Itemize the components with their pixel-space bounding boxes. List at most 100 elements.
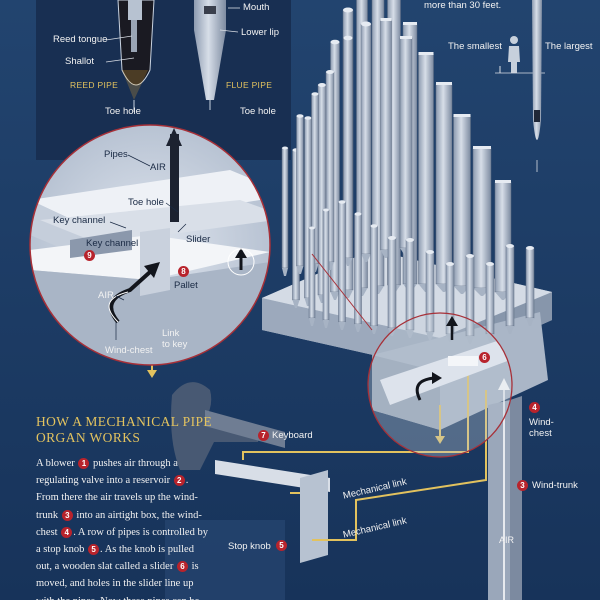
organ-pipe-top [361, 21, 371, 27]
marker-1: 1 [78, 458, 90, 470]
label-largest: The largest [545, 41, 593, 52]
organ-pipe [296, 115, 304, 267]
label-key-channel: Key channel [86, 238, 139, 249]
organ-pipe-top [486, 262, 494, 266]
label-smallest: The smallest [448, 41, 502, 52]
organ-pipe [505, 245, 515, 327]
marker-8: 8 [178, 266, 189, 277]
label-air-trunk: AIR [499, 535, 515, 545]
label-toe-hole-flue: Toe hole [240, 106, 276, 117]
organ-pipe-foot [338, 322, 346, 330]
marker-3: 3 [517, 480, 528, 491]
marker-3-text: 3 [61, 509, 73, 521]
label-stop-knob: Stop knob [228, 541, 271, 552]
how-p2: pushes air through a regulating valve in… [36, 458, 178, 487]
organ-pipe-top [526, 246, 534, 250]
flue-pipe-drawing [194, 0, 226, 110]
organ-pipe [380, 19, 392, 251]
organ-pipe-foot [330, 292, 340, 300]
size-comparison-drawing [495, 0, 545, 172]
organ-pipe-foot [282, 268, 288, 276]
organ-pipe-top [403, 22, 417, 25]
organ-pipe [322, 209, 330, 321]
label-air-up: AIR [150, 162, 166, 173]
label-pipes: Pipes [104, 149, 128, 160]
organ-pipe-top [304, 116, 312, 120]
organ-pipe-top [330, 39, 340, 45]
marker-7: 7 [258, 430, 269, 441]
label-wind-trunk: Wind-trunk [532, 480, 578, 491]
small-detail-circle [311, 253, 513, 458]
organ-pipe [485, 263, 495, 335]
label-toe-hole-detail: Toe hole [128, 197, 164, 208]
how-p5: . A row of pipes is controlled by a stop… [36, 526, 208, 556]
label-wind-chest: Wind- chest [529, 417, 554, 439]
organ-pipe-foot [296, 266, 304, 274]
organ-pipe [360, 23, 372, 255]
label-keyboard: Keyboard [272, 430, 313, 441]
organ-pipe-top [343, 35, 353, 41]
organ-pipe [525, 247, 535, 319]
label-flue-pipe: FLUE PIPE [226, 80, 273, 90]
organ-pipe-top [311, 92, 319, 96]
organ-pipe-top [473, 146, 491, 149]
organ-pipe [338, 201, 346, 323]
organ-pipe-foot [466, 336, 474, 344]
organ-pipe-foot [506, 326, 514, 334]
organ-pipe-top [296, 114, 304, 118]
organ-pipe-top [426, 250, 434, 254]
organ-pipe-top [506, 244, 514, 248]
organ-pipe [387, 237, 397, 329]
marker-5-text: 5 [88, 544, 100, 556]
organ-pipe-top [406, 238, 414, 242]
how-p6: . As the knob is pulled out, a wooden sl… [36, 544, 194, 573]
label-lower-lip: Lower lip [241, 27, 280, 38]
label-key-channel-upper: Key channel [53, 215, 106, 226]
magnified-detail-circle [29, 124, 271, 366]
pipe-rows [281, 0, 535, 344]
label-link-to-key: Link to key [162, 328, 188, 350]
marker-5: 5 [276, 540, 287, 551]
organ-pipe [308, 227, 316, 319]
organ-pipe-foot [361, 254, 371, 262]
organ-pipe-top [343, 7, 353, 13]
label-air-left: AIR [98, 290, 114, 301]
organ-pipe-top [370, 224, 378, 228]
organ-pipe-top [318, 83, 326, 87]
organ-pipe-top [453, 114, 471, 117]
label-pallet: Pallet [174, 280, 198, 291]
organ-pipe-top [466, 254, 474, 258]
organ-pipe-top [436, 82, 452, 85]
label-mouth: Mouth [243, 2, 270, 13]
organ-pipe [354, 213, 362, 325]
how-it-works-title: HOW A MECHANICAL PIPE ORGAN WORKS [36, 414, 213, 445]
marker-4: 4 [529, 402, 540, 413]
marker-2: 2 [173, 475, 185, 487]
label-wind-chest-detail: Wind-chest [105, 345, 153, 356]
organ-pipe-top [418, 52, 434, 55]
organ-pipe-foot [406, 330, 414, 338]
wind-trunk-drawing [488, 378, 522, 600]
how-it-works-body: A blower 1 pushes air through a regulati… [36, 455, 211, 600]
organ-pipe [370, 225, 378, 327]
organ-pipe [281, 147, 289, 269]
label-reed-pipe: REED PIPE [70, 80, 119, 90]
marker-4-text: 4 [61, 526, 73, 538]
organ-pipe-foot [370, 326, 378, 334]
label-toe-hole-reed: Toe hole [105, 106, 141, 117]
how-p4: into an airtight box, the wind-chest [36, 509, 202, 538]
organ-pipe-foot [323, 320, 329, 328]
marker-9: 9 [84, 250, 95, 261]
organ-pipe [399, 37, 413, 249]
organ-pipe-top [309, 226, 315, 230]
label-shallot: Shallot [65, 56, 95, 67]
organ-pipe-top [282, 146, 288, 150]
how-p7: is moved, and holes in the slider line u… [36, 561, 199, 600]
marker-6: 6 [479, 352, 490, 363]
organ-pipe-foot [309, 318, 315, 326]
organ-pipe-top [338, 200, 346, 204]
organ-pipe-top [400, 36, 412, 39]
organ-pipe-foot [354, 324, 362, 332]
